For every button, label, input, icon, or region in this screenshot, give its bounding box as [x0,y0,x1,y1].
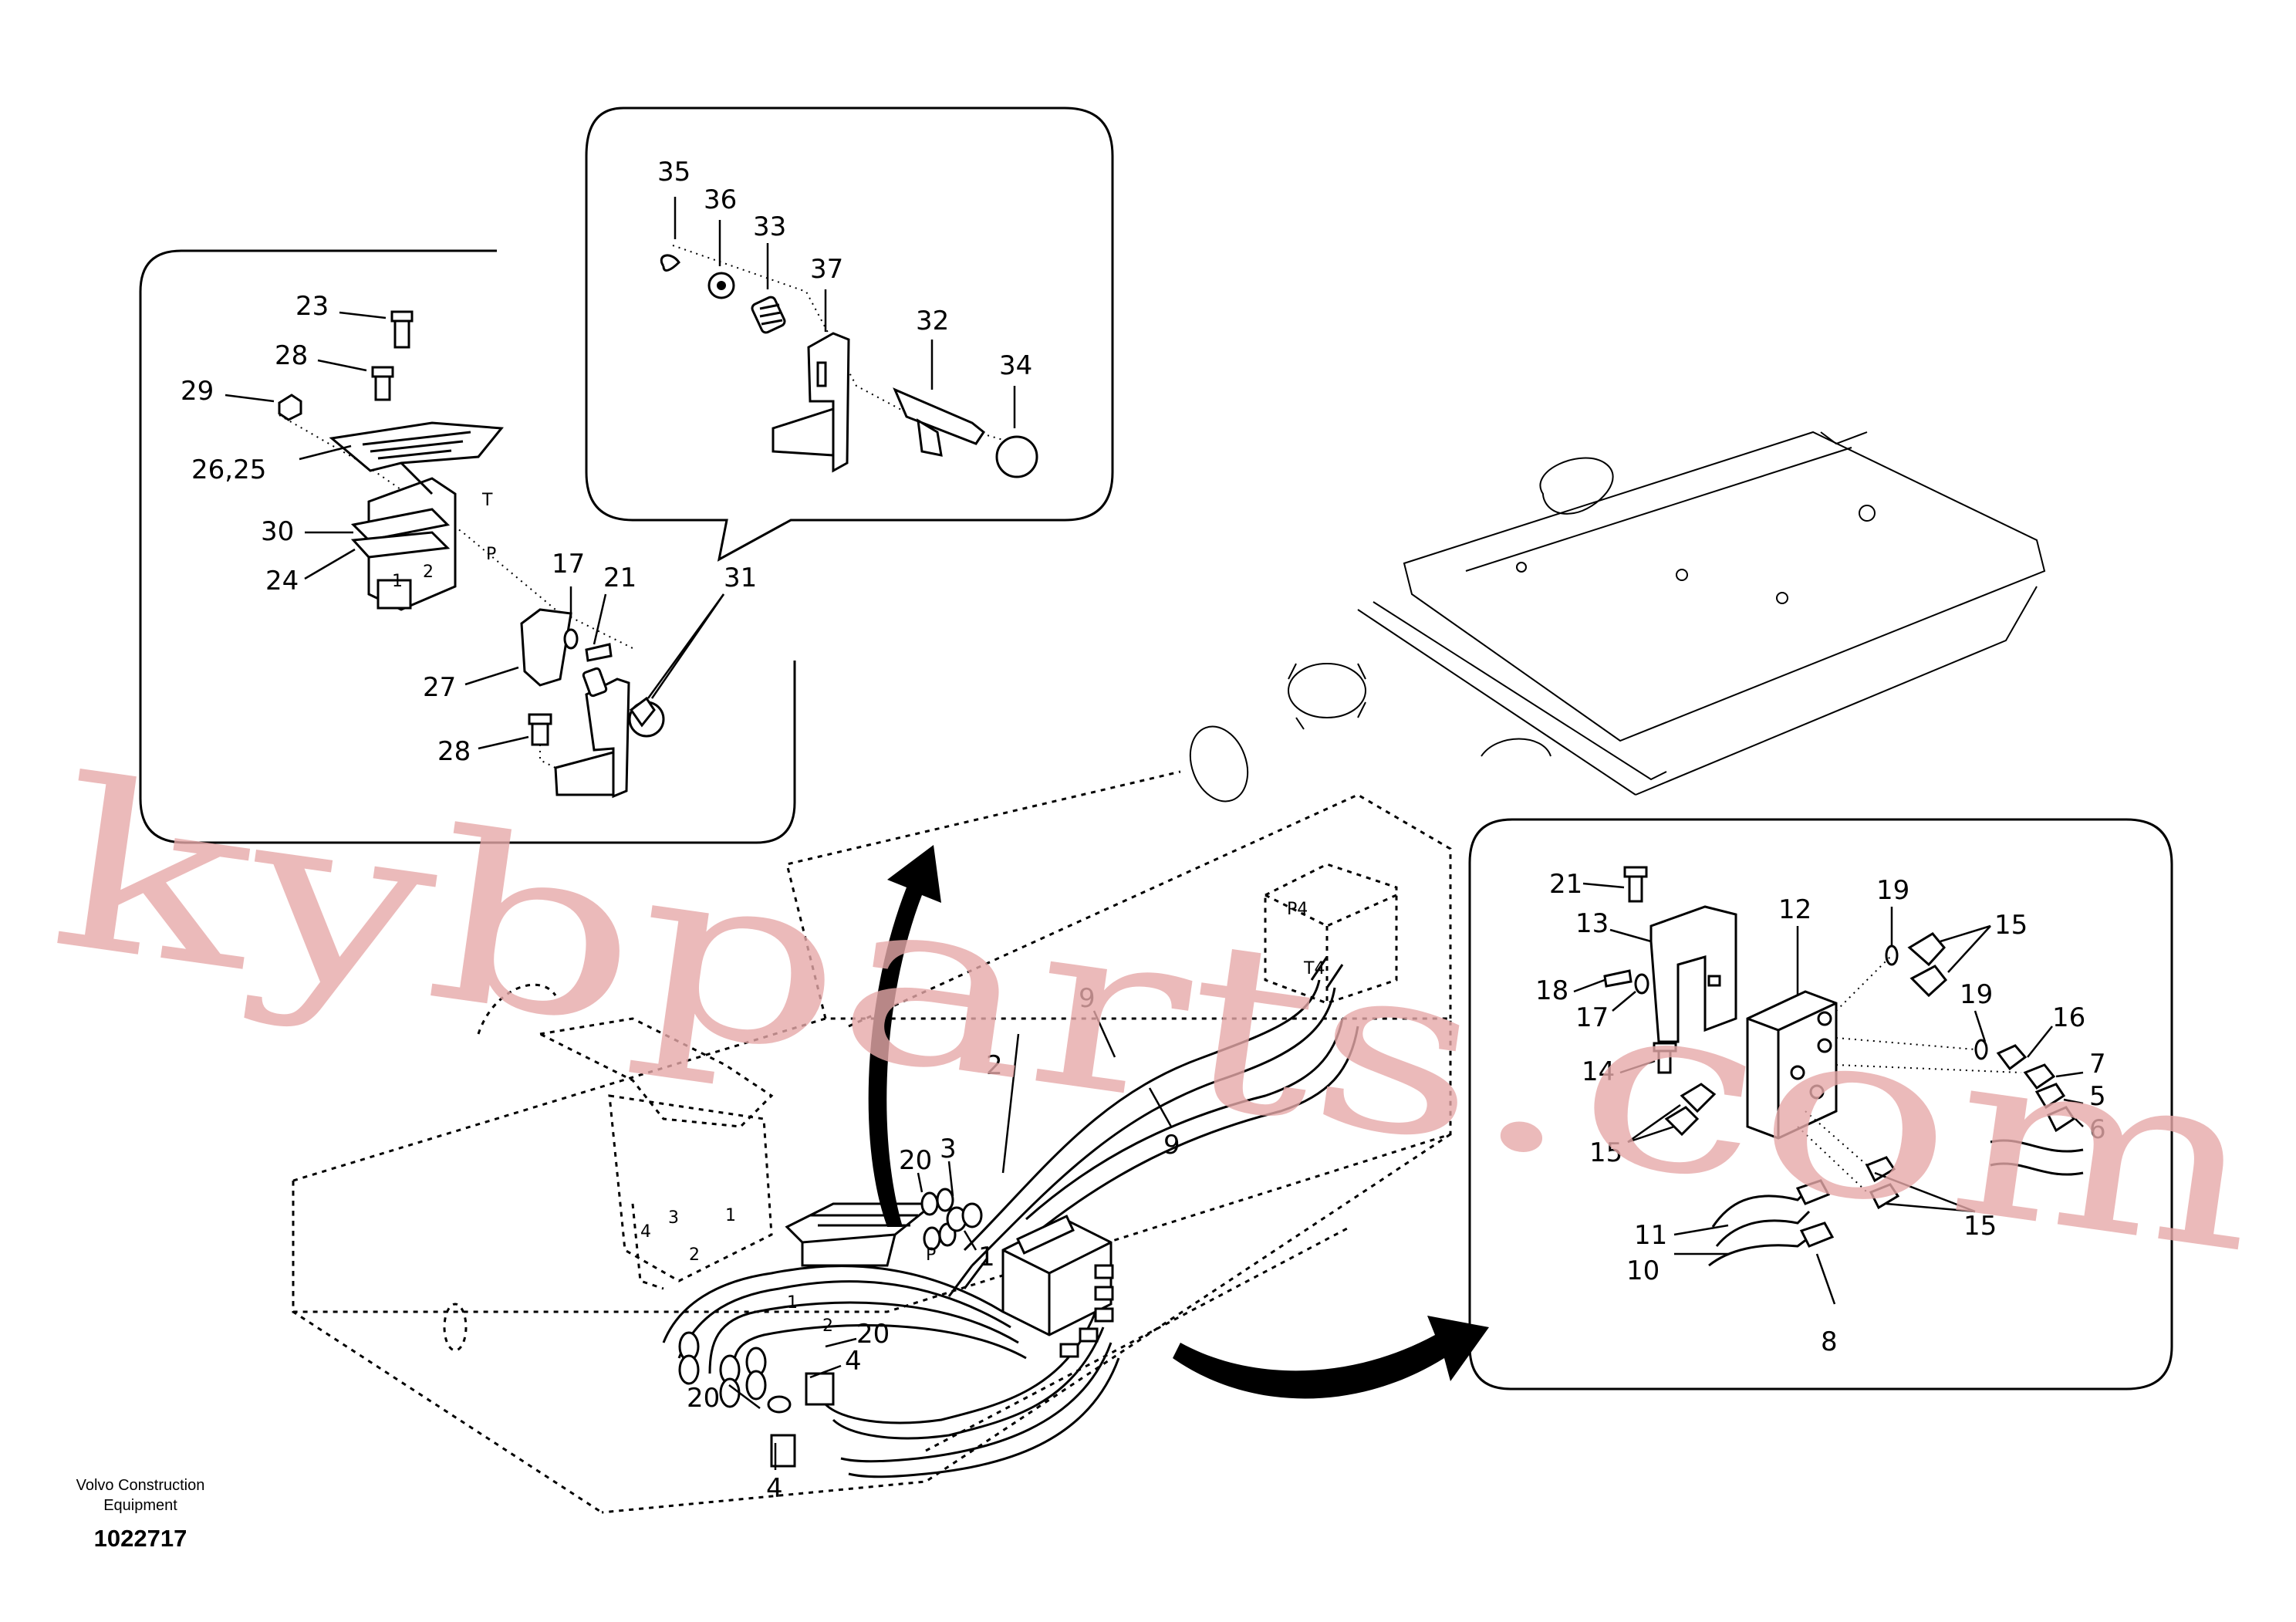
callout-35: 35 [657,157,690,188]
watermark-text: kybparts.com [39,729,2277,1305]
callout-17-right: 17 [1575,1002,1609,1033]
callout-numbers: 35 36 33 37 32 34 23 28 29 26,25 30 24 1… [181,157,2106,1504]
callout-11: 11 [1634,1220,1667,1251]
callout-34: 34 [999,350,1032,381]
callout-37: 37 [810,254,843,285]
callout-2: 2 [986,1050,1003,1081]
hose-bundle [662,956,1359,1478]
callout-28-lower: 28 [437,736,471,767]
callout-4-low: 4 [766,1473,783,1504]
document-number: 1022717 [93,1525,187,1552]
callout-9-upper: 9 [1079,983,1096,1014]
callout-6: 6 [2089,1114,2106,1145]
foot-pedal [785,1202,937,1267]
callout-20-top: 20 [899,1145,932,1176]
machine-frame-outline [1189,431,2046,803]
port-mark-1: 1 [725,1206,736,1225]
callout-9-lower: 9 [1163,1130,1180,1161]
callout-leaders [225,197,2084,1470]
callout-15-bottom: 15 [1963,1211,1997,1242]
callout-5: 5 [2089,1081,2106,1112]
port-mark-2b: 2 [822,1316,833,1336]
callout-20-mid: 20 [856,1319,890,1350]
callout-23: 23 [295,291,329,322]
port-mark-3: 3 [668,1208,679,1228]
callout-29: 29 [181,376,214,407]
callout-30: 30 [261,516,294,547]
port-label-p4: P4 [1287,900,1308,919]
callout-1: 1 [978,1242,995,1272]
callout-24: 24 [265,566,299,596]
arrow-right-icon [1173,1316,1489,1399]
arrow-up-icon [868,845,941,1227]
pedal-bracket-dashed [536,1017,774,1290]
callout-27: 27 [423,672,456,703]
callout-18: 18 [1535,975,1568,1006]
callout-13: 13 [1575,908,1609,939]
port-mark-inset-t: T [481,491,493,510]
fittings-lower [678,1331,835,1468]
callout-15-left: 15 [1589,1137,1622,1168]
callout-19-right: 19 [1960,979,1993,1010]
callout-17-left: 17 [552,549,585,580]
callout-20-low: 20 [687,1383,720,1414]
callout-7: 7 [2089,1049,2106,1080]
callout-26-25: 26,25 [191,454,266,485]
inset-pedal-lock [585,106,1114,562]
port-mark-1b: 1 [787,1293,798,1313]
callout-21-left: 21 [603,563,636,593]
port-mark-2: 2 [689,1245,700,1265]
part-32-icon [893,387,986,445]
callout-33: 33 [753,211,786,242]
port-mark-p: P [926,1245,936,1265]
port-mark-inset-1: 1 [392,572,403,591]
floor-plate-outline [292,770,1452,1514]
callout-10: 10 [1626,1255,1660,1286]
callout-31: 31 [724,563,757,593]
port-mark-inset-p: P [486,545,496,564]
part-34-icon [995,435,1038,478]
main-assembly-port-marks: 4 3 2 1 2 1 T P [640,1206,936,1336]
callout-8: 8 [1821,1326,1838,1357]
inset-pedal-assembly: 1 2 T P [139,249,796,844]
callout-19-top: 19 [1876,875,1909,906]
callout-16: 16 [2052,1002,2085,1033]
inset-manifold [1468,818,2173,1391]
brand-name: Volvo Construction Equipment [76,1477,205,1514]
callout-12: 12 [1778,894,1811,925]
callout-28-upper: 28 [275,340,308,371]
port-mark-inset-2: 2 [423,563,434,582]
callout-32: 32 [916,306,949,336]
callout-36: 36 [704,184,737,215]
pilot-valve-block [1001,1215,1114,1358]
port-mark-4: 4 [640,1222,651,1242]
callout-15-top: 15 [1994,910,2028,941]
fittings-upper [920,1188,983,1251]
callout-21-right: 21 [1549,869,1582,900]
callout-4-mid: 4 [845,1346,862,1377]
callout-3: 3 [940,1134,957,1164]
part-35-icon [660,254,680,272]
distribution-block: P4 T4 [1264,863,1398,1005]
callout-14: 14 [1582,1056,1615,1087]
footer-block: Volvo Construction Equipment 1022717 [48,1475,233,1553]
